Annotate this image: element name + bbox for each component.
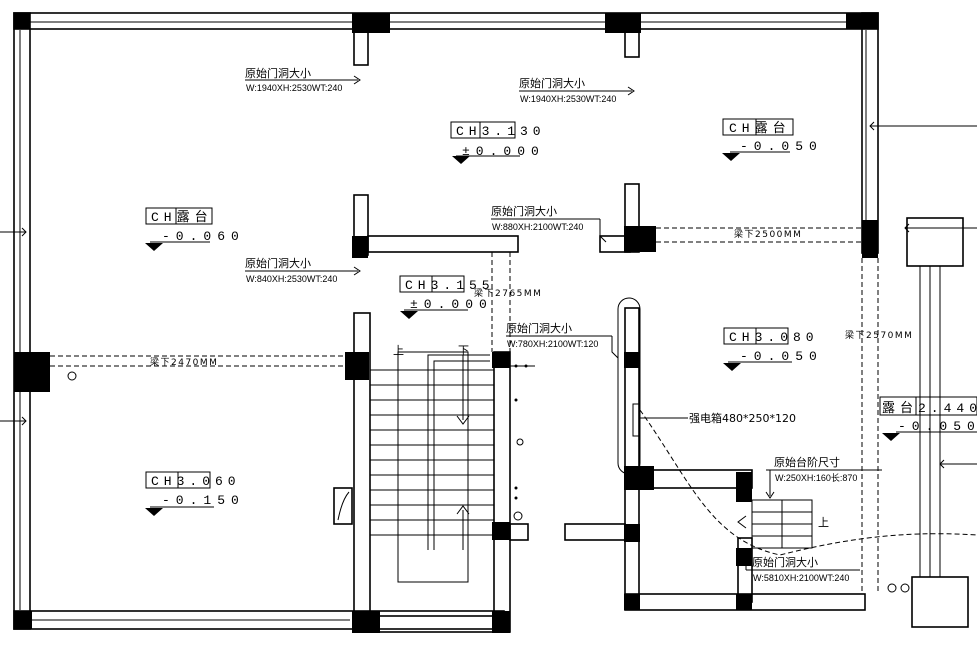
- column: [605, 13, 641, 33]
- steps: 上: [737, 499, 829, 549]
- column: [624, 594, 640, 610]
- electric-box-note: 强电箱480*250*120: [640, 411, 796, 425]
- terrace-curve: [639, 409, 977, 556]
- opening-title: 原始门洞大小: [491, 204, 557, 218]
- opening-dims: W:250XH:160长:870: [775, 472, 857, 483]
- room-tag-text: 露台2.440: [882, 401, 977, 416]
- opening-note-2: 原始门洞大小 W:1940XH:2530WT:240: [519, 76, 635, 104]
- room-tag-text: CH露台: [151, 210, 213, 225]
- room-tag-text: CH露台: [729, 121, 791, 136]
- columns: [14, 13, 878, 633]
- opening-dims: W:880XH:2100WT:240: [492, 222, 583, 232]
- opening-dims: W:1940XH:2530WT:240: [246, 83, 342, 93]
- column: [736, 472, 752, 502]
- column: [492, 352, 510, 368]
- opening-dims: W:5810XH:2100WT:240: [753, 573, 849, 583]
- room-level-text: -0.060: [162, 229, 245, 244]
- room-tag-r6: 露台2.440 -0.050: [879, 396, 977, 441]
- column: [624, 524, 640, 542]
- beams: [50, 227, 879, 594]
- room-tag-text: CH3.155: [405, 278, 495, 293]
- column: [352, 611, 380, 633]
- perimeter-arrows: [0, 121, 977, 469]
- stair-down-label: 下: [458, 344, 469, 357]
- room-level-text: ±0.000: [410, 297, 493, 312]
- room-level-text: -0.050: [740, 349, 823, 364]
- column: [14, 13, 30, 29]
- room-level-text: -0.150: [162, 493, 245, 508]
- beam-label: 梁下2500MM: [734, 228, 802, 240]
- opening-note-6: 原始台阶尺寸 W:250XH:160长:870: [765, 455, 882, 499]
- opening-title: 原始门洞大小: [245, 66, 311, 80]
- column: [14, 352, 50, 392]
- opening-note-7: 原始门洞大小 W:5810XH:2100WT:240: [745, 548, 860, 583]
- electric-box-label: 强电箱480*250*120: [689, 411, 796, 425]
- room-level-text: -0.050: [898, 419, 977, 434]
- opening-title: 原始门洞大小: [245, 256, 311, 270]
- column: [352, 13, 390, 33]
- outer-walls: [13, 12, 879, 630]
- room-tag-text: CH3.060: [151, 474, 241, 489]
- opening-note-4: 原始门洞大小 W:840XH:2530WT:240: [245, 256, 361, 284]
- room-level-text: ±0.000: [462, 144, 545, 159]
- room-tag-r5: CH3.080 -0.050: [723, 327, 823, 371]
- opening-dims: W:840XH:2530WT:240: [246, 274, 337, 284]
- room-tag-r2: CH露台 -0.050: [722, 118, 823, 161]
- column: [492, 611, 510, 633]
- step-up-label: 上: [818, 516, 829, 529]
- beam-label: 梁下2470MM: [150, 356, 218, 368]
- stair-up-label: 上: [393, 344, 404, 357]
- beam-label: 梁下2765MM: [474, 287, 542, 299]
- beam-label: 梁下2570MM: [845, 329, 913, 341]
- column: [14, 611, 32, 629]
- staircase: 上 下: [370, 344, 494, 583]
- column: [736, 548, 752, 566]
- opening-title: 原始门洞大小: [752, 555, 818, 569]
- column: [846, 13, 878, 29]
- column: [352, 236, 368, 258]
- column: [345, 352, 369, 380]
- opening-dims: W:780XH:2100WT:120: [507, 339, 598, 349]
- utility-strip: [510, 364, 535, 521]
- room-tag-r3: CH露台 -0.060: [145, 207, 245, 251]
- column: [862, 220, 878, 258]
- room-tag-r1: CH3.130 ±0.000: [450, 121, 546, 164]
- column: [624, 226, 656, 252]
- room-tag-r7: CH3.060 -0.150: [145, 471, 245, 516]
- opening-note-3: 原始门洞大小 W:880XH:2100WT:240: [491, 204, 607, 243]
- opening-note-1: 原始门洞大小 W:1940XH:2530WT:240: [245, 66, 361, 93]
- room-tag-text: CH3.080: [729, 330, 819, 345]
- column: [624, 352, 640, 368]
- opening-title: 原始台阶尺寸: [774, 455, 840, 469]
- opening-title: 原始门洞大小: [519, 76, 585, 90]
- opening-title: 原始门洞大小: [506, 321, 572, 335]
- room-tag-r4: CH3.155 ±0.000: [399, 275, 495, 319]
- room-tag-text: CH3.130: [456, 124, 546, 139]
- opening-dims: W:1940XH:2530WT:240: [520, 94, 616, 104]
- interior-walls: [67, 28, 969, 633]
- opening-note-5: 原始门洞大小 W:780XH:2100WT:120: [506, 321, 619, 359]
- room-level-text: -0.050: [740, 139, 823, 154]
- column: [492, 522, 510, 540]
